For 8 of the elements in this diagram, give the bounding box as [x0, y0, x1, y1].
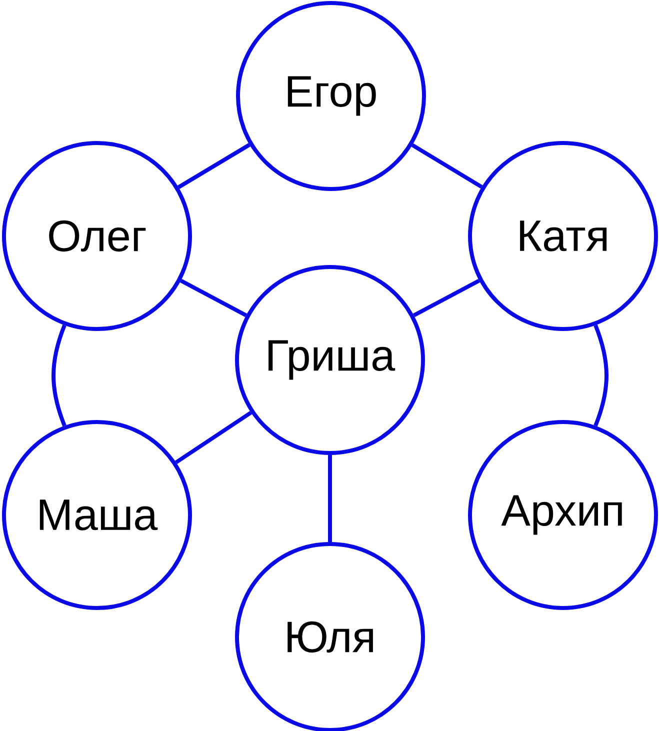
connector-line: [174, 410, 252, 464]
connector-line: [178, 143, 250, 189]
connector-line: [52, 324, 66, 426]
connector-line: [594, 324, 608, 426]
connector-line: [328, 455, 332, 542]
connector-line: [180, 278, 248, 318]
connector-line: [411, 143, 483, 189]
connector-line: [412, 278, 480, 318]
